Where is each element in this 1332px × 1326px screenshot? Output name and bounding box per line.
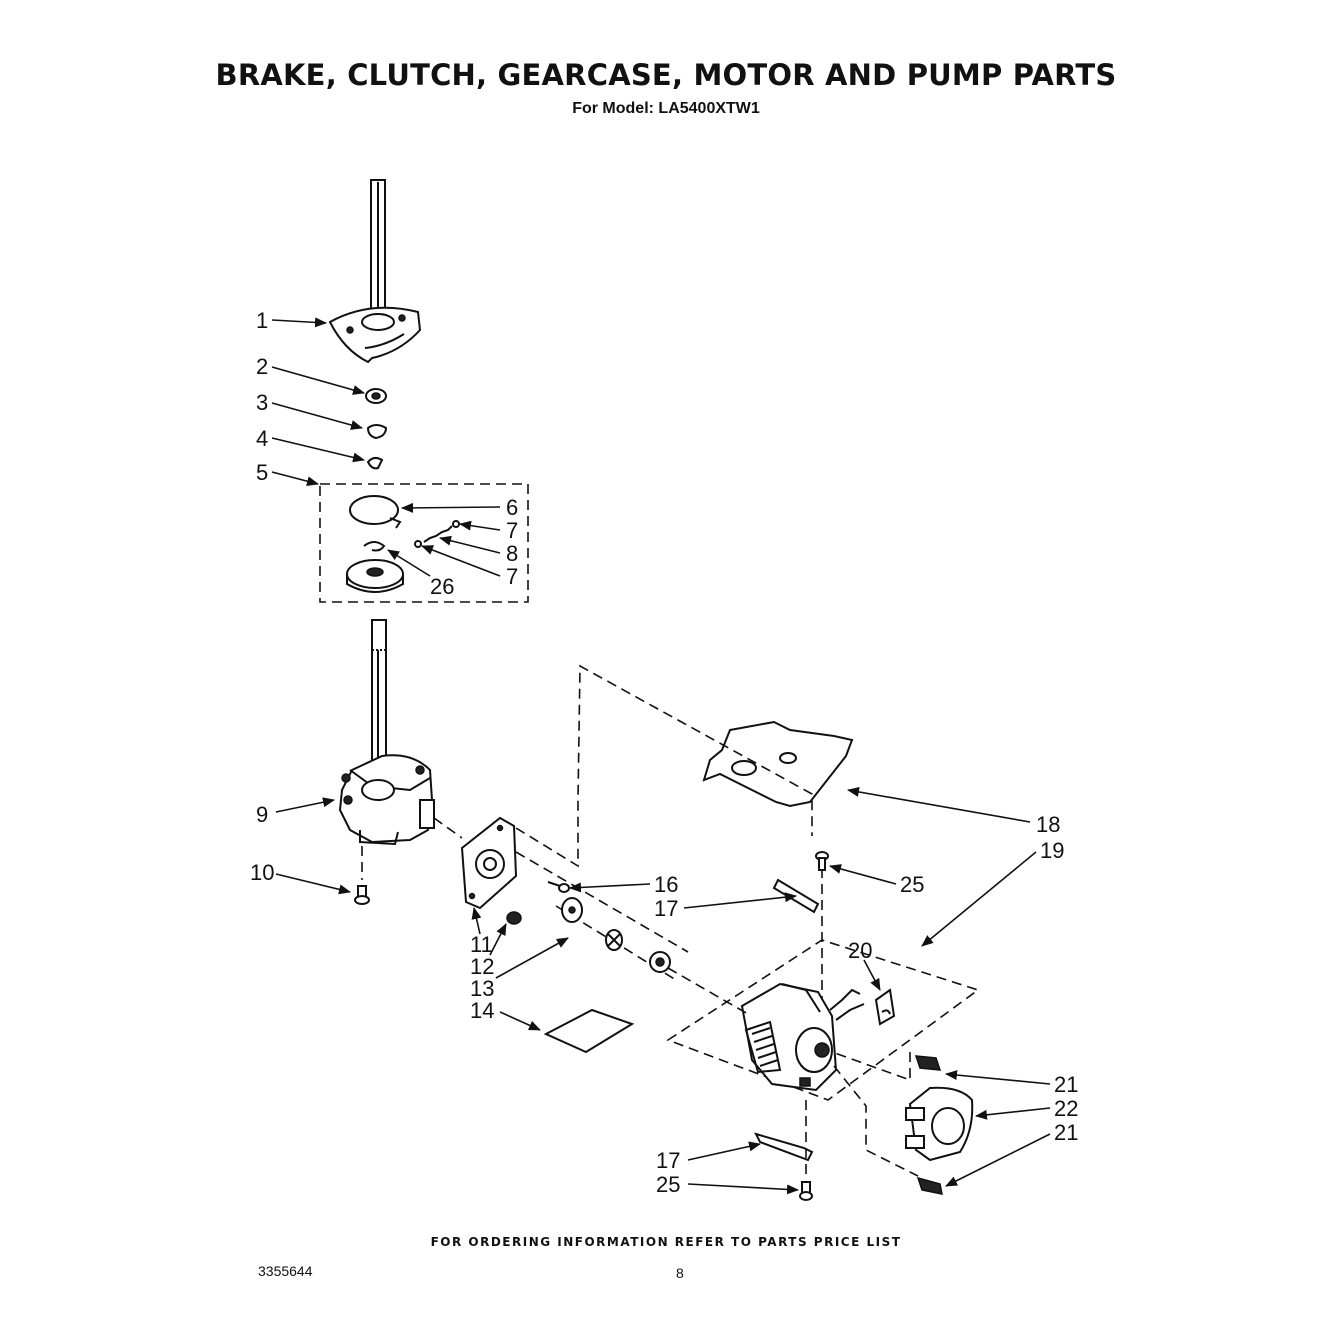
- callout-13: 13: [470, 976, 494, 1001]
- part-2-nut: [365, 388, 387, 404]
- page-number: 8: [676, 1265, 684, 1281]
- part-21-clip-upper: [914, 1055, 942, 1071]
- part-6-brake-band: [349, 495, 402, 529]
- callout-2: 2: [256, 354, 268, 379]
- pump-guide-line-4: [833, 1065, 919, 1177]
- part-26-clip: [363, 541, 386, 552]
- callout-22: 22: [1054, 1096, 1078, 1121]
- callout-25a: 25: [900, 872, 924, 897]
- part-11-nut: [506, 911, 522, 925]
- part-5-brake-assembly-box: [319, 483, 529, 603]
- callout-1: 1: [256, 308, 268, 333]
- callout-7a: 7: [506, 518, 518, 543]
- callout-26: 26: [430, 574, 454, 599]
- part-22-pump: [905, 1086, 974, 1162]
- document-number: 3355644: [258, 1263, 313, 1279]
- motor: [740, 982, 865, 1092]
- callout-8: 8: [506, 541, 518, 566]
- callout-7b: 7: [506, 564, 518, 589]
- pulley-guide-line: [667, 967, 749, 1015]
- part-1-clutch-housing: [328, 306, 422, 364]
- part-25-screw-lower: [799, 1181, 813, 1201]
- callout-19: 19: [1040, 838, 1064, 863]
- drive-shaft-upper: [370, 179, 386, 331]
- callout-11: 11: [470, 932, 493, 957]
- callout-6: 6: [506, 495, 518, 520]
- part-21-clip-lower: [916, 1176, 943, 1195]
- part-17-strap-lower: [754, 1132, 814, 1162]
- part-9-gearcase: [338, 754, 435, 846]
- callout-20: 20: [848, 938, 872, 963]
- part-25-screw-upper: [815, 851, 829, 871]
- callout-18: 18: [1036, 812, 1060, 837]
- callout-5: 5: [256, 460, 268, 485]
- callout-10: 10: [250, 860, 274, 885]
- callout-9: 9: [256, 802, 268, 827]
- callout-14: 14: [470, 998, 494, 1023]
- part-10-screw: [354, 885, 370, 905]
- part-7-8-springs: [414, 520, 460, 548]
- model-subtitle: For Model: LA5400XTW1: [572, 100, 760, 117]
- callout-labels: 1 2 3 4 5 6 7 8 7 26 9 10 11 12 13 14 16…: [250, 308, 1078, 1197]
- ordering-note: FOR ORDERING INFORMATION REFER TO PARTS …: [430, 1235, 902, 1249]
- part-20-switch: [874, 988, 896, 1026]
- pump-guide-line-2: [515, 851, 689, 953]
- part-16-screw: [547, 881, 570, 893]
- brake-drum: [346, 559, 404, 593]
- belt-guide-line: [515, 664, 813, 868]
- callout-12: 12: [470, 954, 494, 979]
- leader-lines: [271, 317, 1051, 1195]
- callout-17b: 17: [656, 1148, 680, 1173]
- pump-housing-plate: [460, 816, 518, 910]
- drive-shaft-lower: [371, 619, 387, 771]
- part-3-washer: [366, 424, 388, 440]
- callout-17a: 17: [654, 896, 678, 921]
- pump-guide-line-1: [433, 817, 463, 839]
- part-14-gasket: [543, 1008, 635, 1054]
- callout-21a: 21: [1054, 1072, 1078, 1097]
- callout-21b: 21: [1054, 1120, 1078, 1145]
- callout-4: 4: [256, 426, 268, 451]
- part-18-shield: [702, 720, 854, 808]
- clip-guide-line: [831, 1051, 911, 1082]
- part-13-impeller: [561, 897, 671, 973]
- part-4-clip: [366, 456, 384, 470]
- page-title: BRAKE, CLUTCH, GEARCASE, MOTOR AND PUMP …: [215, 58, 1117, 92]
- callout-25b: 25: [656, 1172, 680, 1197]
- callout-3: 3: [256, 390, 268, 415]
- callout-16: 16: [654, 872, 678, 897]
